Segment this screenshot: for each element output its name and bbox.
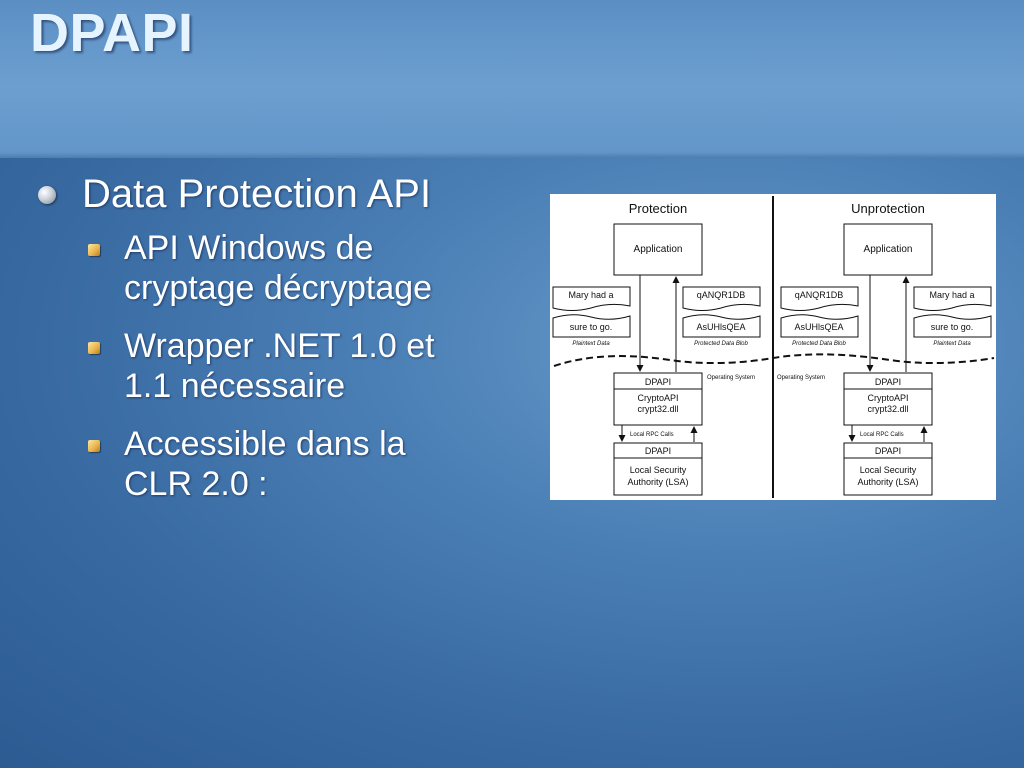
blob-doc-top <box>682 286 761 311</box>
doc-line: sure to go. <box>931 322 974 332</box>
cryptoapi-label: CryptoAPI <box>637 393 678 403</box>
sub-bullet-line: 1.1 nécessaire <box>124 367 346 405</box>
round-bullet-icon <box>38 186 56 204</box>
bullet-list: Data Protection API API Windows de crypt… <box>34 170 514 522</box>
blob-doc-top <box>780 286 859 311</box>
blob-doc-bottom <box>682 314 761 338</box>
os-boundary-line <box>553 353 995 367</box>
rpc-label: Local RPC Calls <box>860 432 904 438</box>
application-box <box>843 223 933 276</box>
lsa-label: Authority (LSA) <box>857 477 918 487</box>
os-label: Operating System <box>707 375 755 381</box>
dpapi-cryptoapi-box <box>843 372 933 426</box>
sub-bullet-line: CLR 2.0 : <box>124 465 268 503</box>
dpapi-label: DPAPI <box>645 377 671 387</box>
sub-bullet-line: API Windows de <box>124 229 374 267</box>
square-bullet-icon <box>88 342 100 354</box>
dpapi-label: DPAPI <box>875 446 901 456</box>
lsa-box <box>843 442 933 496</box>
doc-line: qANQR1DB <box>697 290 746 300</box>
doc-caption: Plaintext Data <box>933 341 971 347</box>
doc-caption: Protected Data Blob <box>792 341 846 347</box>
os-label: Operating System <box>777 375 825 381</box>
bullet-main: Data Protection API <box>34 170 514 218</box>
doc-line: sure to go. <box>570 322 613 332</box>
square-bullet-icon <box>88 440 100 452</box>
lsa-label: Local Security <box>630 465 687 475</box>
unprotection-heading: Unprotection <box>851 201 925 216</box>
lsa-label: Authority (LSA) <box>627 477 688 487</box>
plaintext-doc-top <box>913 286 992 311</box>
crypt32-label: crypt32.dll <box>867 404 908 414</box>
doc-caption: Plaintext Data <box>572 341 610 347</box>
plaintext-doc-top <box>552 286 631 311</box>
doc-line: AsUHlsQEA <box>696 322 745 332</box>
blob-doc-bottom <box>780 314 859 338</box>
dpapi-diagram: Protection Application Mary had a sure t… <box>550 194 996 500</box>
crypt32-label: crypt32.dll <box>637 404 678 414</box>
doc-line: qANQR1DB <box>795 290 844 300</box>
plaintext-doc-bottom <box>913 314 992 338</box>
square-bullet-icon <box>88 244 100 256</box>
doc-line: Mary had a <box>929 290 974 300</box>
unprotection-panel: Unprotection Application qANQR1DB AsUHls… <box>777 201 992 496</box>
doc-caption: Protected Data Blob <box>694 341 748 347</box>
dpapi-label: DPAPI <box>645 446 671 456</box>
sub-bullet: Wrapper .NET 1.0 et 1.1 nécessaire <box>34 326 514 406</box>
slide-title: DPAPI <box>30 3 194 63</box>
application-label: Application <box>634 244 683 255</box>
sub-bullet: API Windows de cryptage décryptage <box>34 228 514 308</box>
doc-line: Mary had a <box>568 290 613 300</box>
dpapi-cryptoapi-box <box>613 372 703 426</box>
application-label: Application <box>864 244 913 255</box>
protection-panel: Protection Application Mary had a sure t… <box>552 201 761 496</box>
sub-bullet-line: Wrapper .NET 1.0 et <box>124 327 435 365</box>
doc-line: AsUHlsQEA <box>794 322 843 332</box>
plaintext-doc-bottom <box>552 314 631 338</box>
lsa-box <box>613 442 703 496</box>
header-band <box>0 0 1024 158</box>
bullet-main-text: Data Protection API <box>82 172 432 216</box>
rpc-label: Local RPC Calls <box>630 432 674 438</box>
application-box <box>613 223 703 276</box>
dpapi-diagram-svg: Protection Application Mary had a sure t… <box>552 196 995 498</box>
cryptoapi-label: CryptoAPI <box>867 393 908 403</box>
dpapi-label: DPAPI <box>875 377 901 387</box>
sub-bullet: Accessible dans la CLR 2.0 : <box>34 424 514 504</box>
lsa-label: Local Security <box>860 465 917 475</box>
sub-bullet-line: cryptage décryptage <box>124 269 433 307</box>
protection-heading: Protection <box>629 201 688 216</box>
sub-bullet-line: Accessible dans la <box>124 425 406 463</box>
